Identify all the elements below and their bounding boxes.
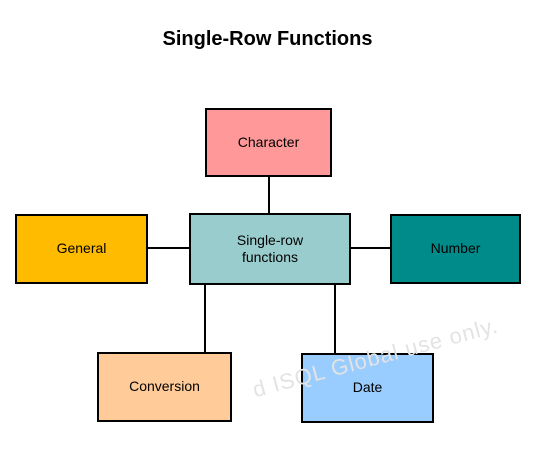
character-node: Character	[205, 108, 332, 177]
connector-center-date	[334, 284, 336, 354]
connector-center-number	[350, 247, 391, 249]
number-node: Number	[390, 214, 521, 284]
date-node: Date	[301, 353, 434, 423]
date-label: Date	[352, 379, 383, 396]
diagram-title: Single-Row Functions	[162, 28, 373, 50]
general-node: General	[15, 214, 148, 284]
connector-center-general	[147, 247, 190, 249]
single-row-functions-label: Single-row functions	[236, 231, 304, 266]
general-label: General	[56, 240, 107, 257]
conversion-node: Conversion	[97, 352, 232, 422]
character-label: Character	[237, 133, 300, 150]
conversion-label: Conversion	[129, 378, 200, 395]
number-label: Number	[430, 240, 481, 257]
connector-center-conversion	[204, 284, 206, 353]
connector-center-character	[268, 176, 270, 214]
single-row-functions-node: Single-row functions	[189, 213, 351, 285]
